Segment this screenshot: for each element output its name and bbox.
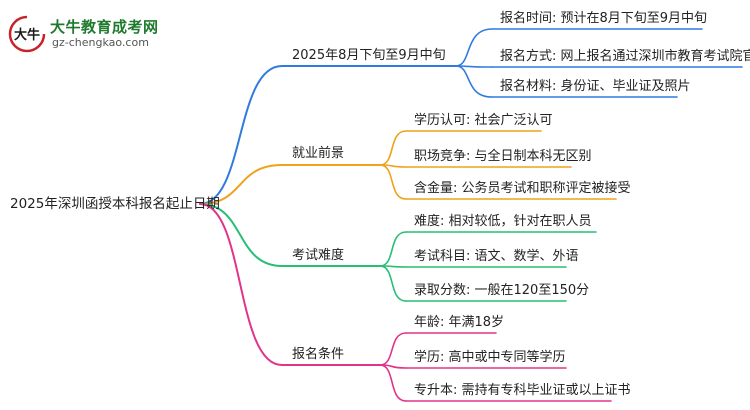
leaf-req-education: 学历: 高中或中专同等学历 (414, 350, 566, 365)
leaf-exam-score: 录取分数: 一般在120至150分 (414, 283, 590, 298)
leaf-connector (379, 130, 407, 166)
leaf-connector (379, 332, 407, 366)
leaf-exam-difficulty: 难度: 相对较低，针对在职人员 (414, 214, 592, 229)
leaf-connector (379, 231, 407, 267)
leaf-exam-subjects: 考试科目: 语文、数学、外语 (414, 249, 579, 264)
leaf-connector (455, 28, 493, 67)
branch-employment[interactable]: 就业前景 (292, 146, 345, 161)
site-logo[interactable]: 大牛 大牛教育成考网 gz-chengkao.com (6, 14, 176, 54)
branch-connector (199, 203, 283, 267)
branch-requirements[interactable]: 报名条件 (292, 347, 345, 362)
leaf-req-age: 年龄: 年满18岁 (414, 315, 505, 330)
leaf-schedule-materials: 报名材料: 身份证、毕业证及照片 (500, 79, 691, 94)
leaf-connector (379, 364, 407, 402)
branch-connector (199, 164, 283, 205)
logo-mark-text: 大牛 (14, 27, 40, 43)
logo-mark-icon: 大牛 (8, 15, 46, 53)
branch-exam-difficulty[interactable]: 考试难度 (292, 248, 345, 263)
leaf-connector (379, 164, 407, 200)
root-node: 2025年深圳函授本科报名起止日期 (10, 196, 220, 212)
branch-connector (199, 203, 283, 366)
branch-schedule[interactable]: 2025年8月下旬至9月中旬 (292, 48, 446, 63)
leaf-employment-recognition: 学历认可: 社会广泛认可 (414, 113, 553, 128)
leaf-schedule-time: 报名时间: 预计在8月下旬至9月中旬 (500, 11, 708, 26)
leaf-req-upgrade: 专升本: 需持有专科毕业证或以上证书 (414, 383, 631, 398)
logo-url: gz-chengkao.com (52, 36, 149, 49)
leaf-employment-competition: 职场竞争: 与全日制本科无区别 (414, 149, 592, 164)
leaf-schedule-method: 报名方式: 网上报名通过深圳市教育考试院官网 (500, 49, 750, 64)
leaf-employment-value: 含金量: 公务员考试和职称评定被接受 (414, 181, 631, 196)
leaf-connector (455, 65, 493, 98)
logo-title: 大牛教育成考网 (50, 18, 159, 36)
leaf-connector (379, 265, 407, 302)
branch-connector (199, 65, 283, 205)
